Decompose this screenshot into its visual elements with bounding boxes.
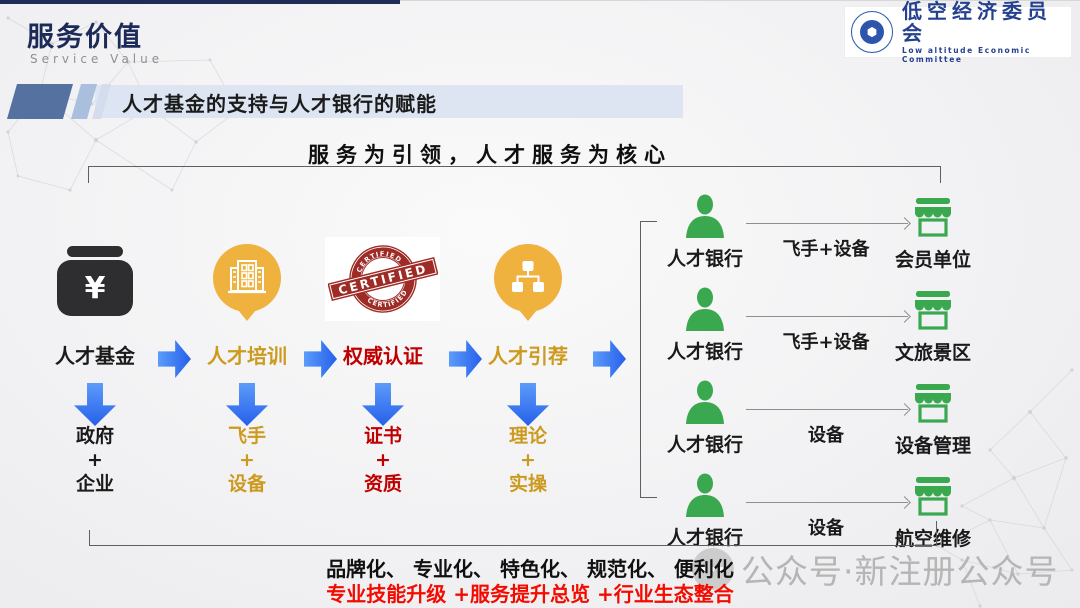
down-arrow-icon <box>226 383 268 426</box>
chat-bubble-icon: ··· <box>692 548 734 590</box>
footer-line-1: 品牌化、 专业化、 特色化、 规范化、 便利化 <box>326 557 734 581</box>
training-building-icon <box>213 244 281 312</box>
certified-stamp-icon: CERTIFIED CERTIFIED CERTIFIED <box>325 237 440 321</box>
constellation-decoration-bottom-right <box>936 368 1074 608</box>
storefront-icon <box>910 381 956 429</box>
watermark: ··· 公众号·新注册公众号 <box>692 545 1059 593</box>
connector-arrow <box>746 409 908 412</box>
flow-step-label-referral: 人才引荐 <box>488 344 568 368</box>
watermark-text: 公众号·新注册公众号 <box>741 552 1059 591</box>
yuan-symbol: ¥ <box>84 270 106 306</box>
bottom-bracket-right-tick <box>935 521 937 531</box>
bank-label: 人才银行 <box>666 434 743 456</box>
section-title-bar <box>95 85 683 118</box>
connector-label: 设备 <box>808 425 844 446</box>
connector-label: 飞手+设备 <box>782 239 870 260</box>
bank-label: 人才银行 <box>666 341 743 363</box>
page-subtitle: Service Value <box>30 52 164 66</box>
page-title: 服务价值 <box>27 22 143 53</box>
top-accent-bar <box>0 0 400 4</box>
connector-arrow <box>746 502 908 505</box>
person-icon <box>678 473 732 523</box>
flow-output-certification: 证书 + 资质 <box>363 425 402 495</box>
connector-arrow <box>746 316 908 319</box>
flow-step-label-certification: 权威认证 <box>343 344 423 368</box>
target-label: 文旅景区 <box>894 342 971 364</box>
committee-seal-icon: ⬢ <box>851 11 893 53</box>
bank-label: 人才银行 <box>666 248 743 270</box>
flow-output-fund: 政府 + 企业 <box>75 425 114 495</box>
flow-output-training: 飞手 + 设备 <box>227 425 266 495</box>
target-label: 会员单位 <box>894 249 971 271</box>
target-label: 设备管理 <box>894 435 971 457</box>
bank-row: 人才银行 设备 航空维修 <box>640 473 1040 553</box>
top-hairline <box>0 0 1080 1</box>
person-icon <box>678 380 732 430</box>
person-icon <box>678 194 732 244</box>
storefront-icon <box>910 288 956 336</box>
person-icon <box>678 287 732 337</box>
logo-name-en: Low altitude Economic Committee <box>902 46 1031 64</box>
flow-output-referral: 理论 + 实操 <box>508 425 547 495</box>
parallelogram-accent-dark <box>6 84 74 119</box>
bank-row: 人才银行 飞手+设备 文旅景区 <box>640 287 1040 367</box>
top-bracket <box>88 166 941 183</box>
committee-logo: ⬢ 低空经济委员会 Low altitude Economic Committe… <box>845 0 1071 64</box>
group-bracket <box>640 221 657 498</box>
flow-step-label-training: 人才培训 <box>207 344 287 368</box>
connector-arrow <box>746 223 908 226</box>
flow-step-label-fund: 人才基金 <box>55 344 135 368</box>
target-label: 航空维修 <box>894 528 971 550</box>
bank-row: 人才银行 设备 设备管理 <box>640 380 1040 460</box>
banner-heading: 服务为引领，人才服务为核心 <box>308 143 672 167</box>
bank-label: 人才银行 <box>666 527 743 549</box>
down-arrow-icon <box>507 383 549 426</box>
footer-line-2: 专业技能升级 +服务提升总览 +行业生态整合 <box>326 582 734 606</box>
down-arrow-icon <box>74 383 116 426</box>
talent-referral-icon <box>494 244 562 312</box>
storefront-icon <box>910 474 956 522</box>
down-arrow-icon <box>362 383 404 426</box>
logo-name-cn: 低空经济委员会 <box>902 0 1052 45</box>
bank-row: 人才银行 飞手+设备 会员单位 <box>640 194 1040 274</box>
storefront-icon <box>910 195 956 243</box>
connector-label: 飞手+设备 <box>782 332 870 353</box>
bottom-bracket <box>89 530 937 546</box>
right-arrow-icon <box>593 340 626 378</box>
connector-label: 设备 <box>808 518 844 539</box>
section-title: 人才基金的支持与人才银行的赋能 <box>122 92 437 116</box>
wallet-yuan-icon: ¥ <box>57 246 133 316</box>
